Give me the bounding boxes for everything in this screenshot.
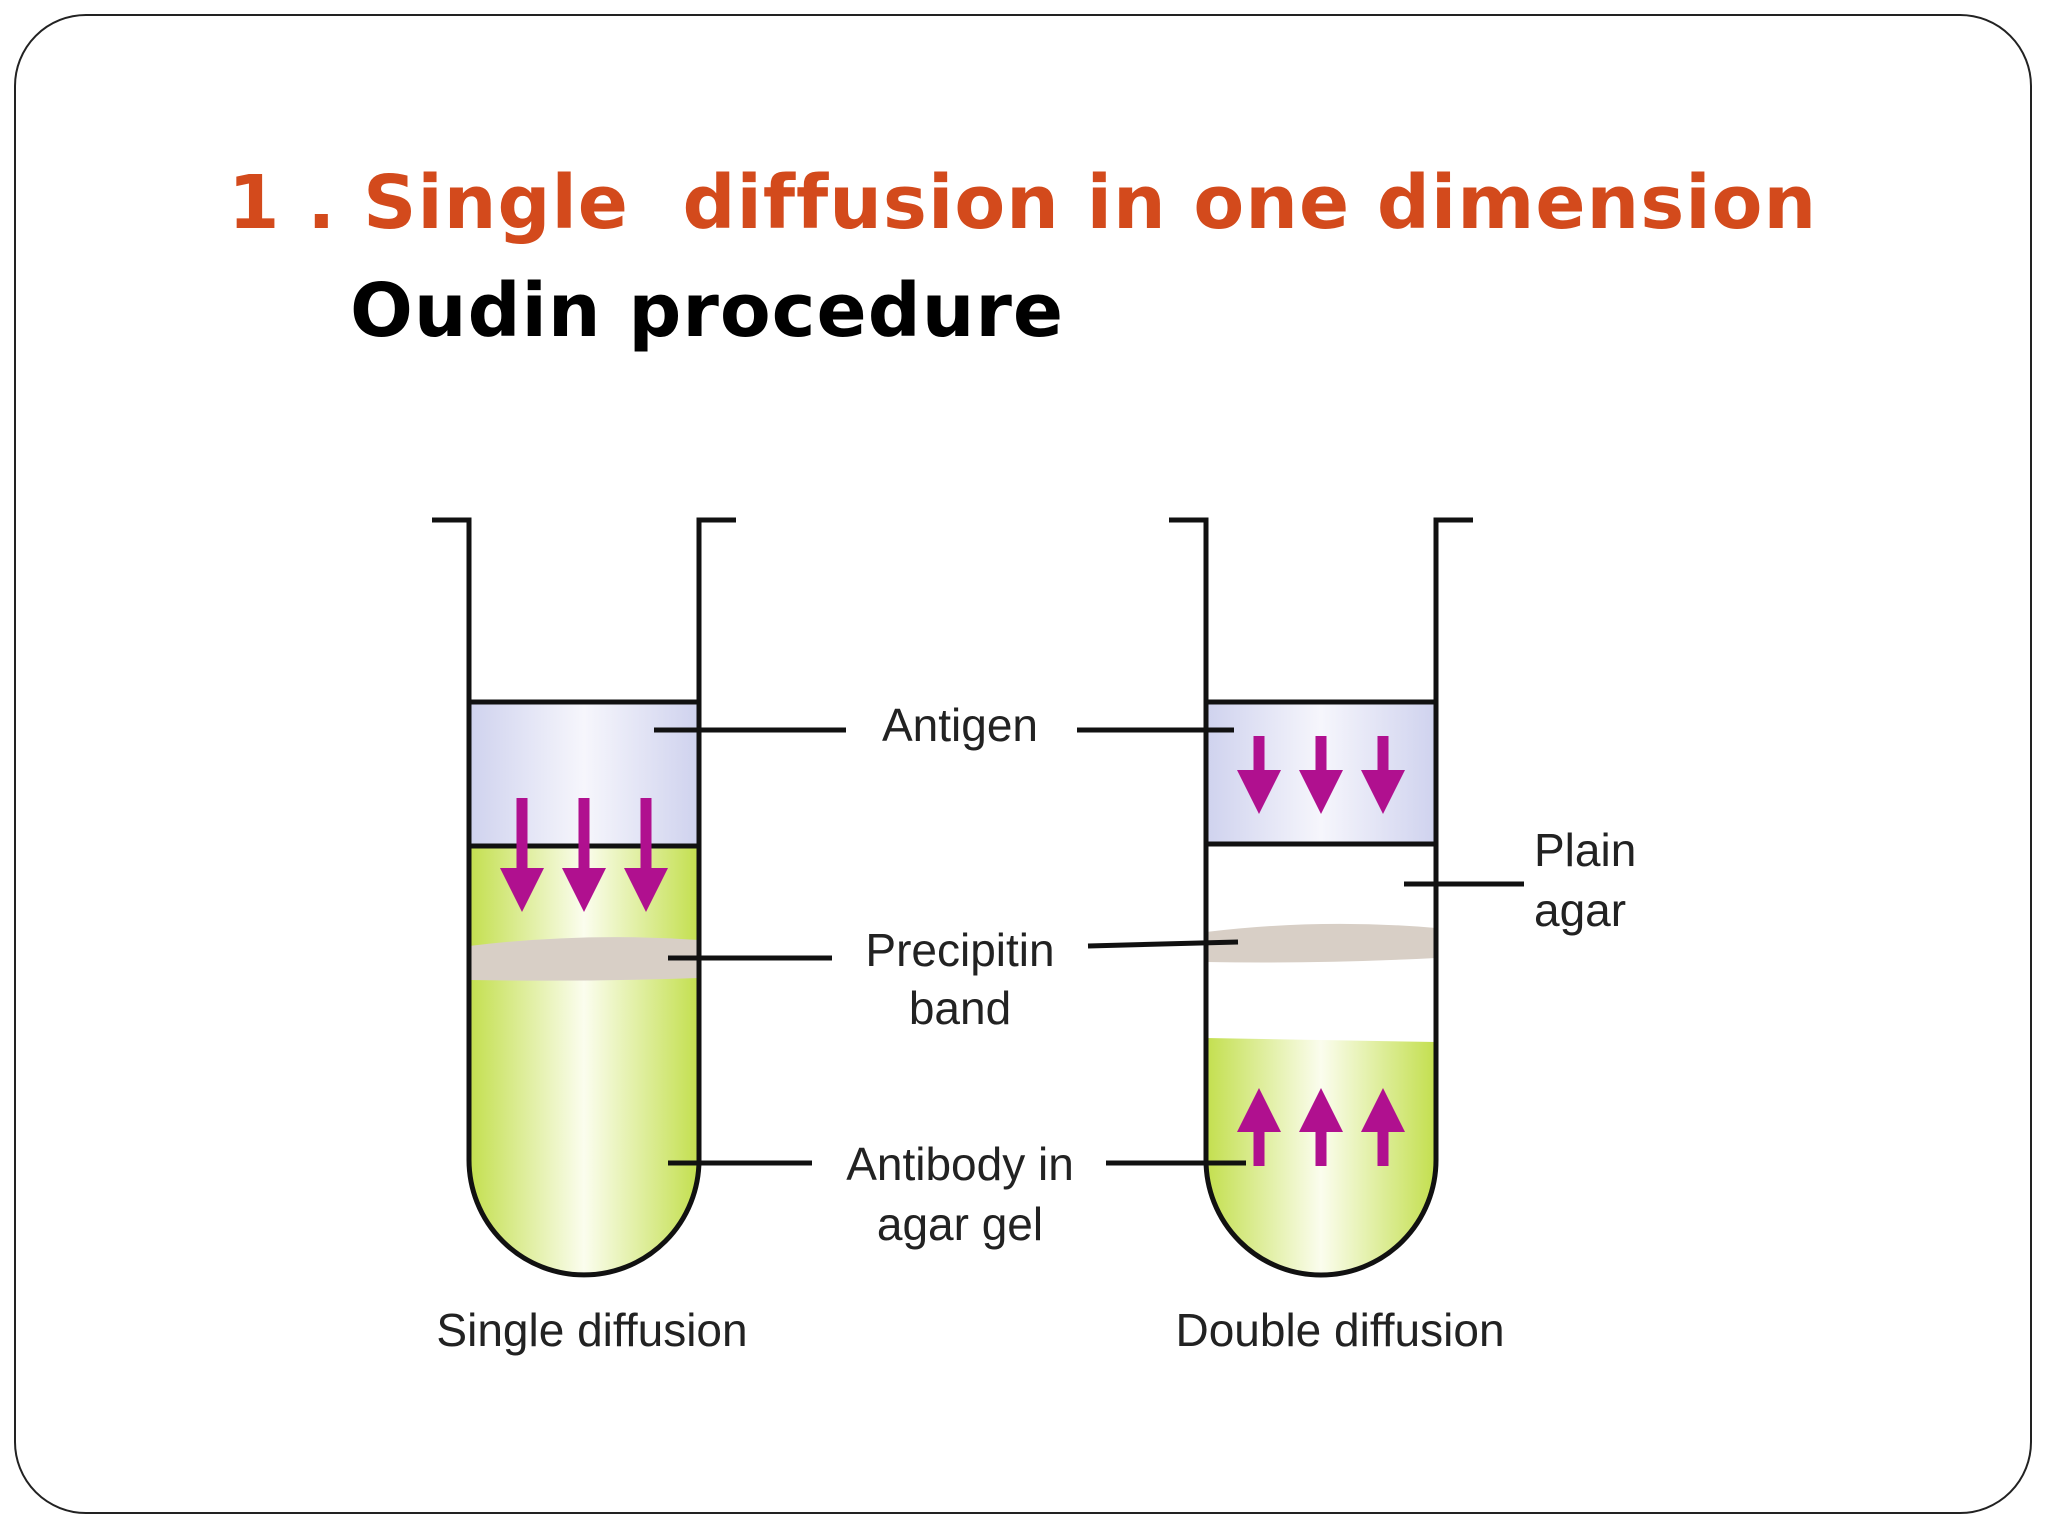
slide-frame bbox=[14, 14, 2032, 1514]
precipitin-leader-right bbox=[1087, 939, 1239, 949]
double-diffusion-tube bbox=[1169, 517, 1473, 1278]
single-precipitin-band bbox=[469, 937, 699, 981]
single-gel-fill bbox=[469, 846, 699, 1275]
double-tube-outline bbox=[1169, 517, 1473, 1278]
slide-subtitle: Oudin procedure bbox=[350, 268, 1065, 354]
single-diffusion-caption: Single diffusion bbox=[436, 1304, 747, 1356]
double-precipitin-band bbox=[1206, 923, 1436, 963]
plain-agar-label-line1: Plain bbox=[1534, 824, 1636, 876]
antibody-label-line2: agar gel bbox=[877, 1198, 1043, 1250]
leader-lines bbox=[654, 727, 1524, 1166]
precipitin-band-label-line1: Precipitin bbox=[865, 924, 1054, 976]
double-downward-arrows bbox=[1237, 736, 1405, 814]
antibody-label-line1: Antibody in bbox=[846, 1138, 1074, 1190]
slide-title: 1 . Single diffusion in one dimension bbox=[228, 160, 1818, 246]
precipitin-band-label-line2: band bbox=[909, 982, 1011, 1034]
antigen-label: Antigen bbox=[882, 699, 1038, 751]
single-downward-arrows bbox=[500, 798, 668, 912]
plain-agar-label-line2: agar bbox=[1534, 884, 1626, 936]
double-diffusion-caption: Double diffusion bbox=[1175, 1304, 1504, 1356]
single-tube-outline bbox=[432, 517, 736, 1278]
double-upward-arrows bbox=[1237, 1088, 1405, 1166]
single-diffusion-tube bbox=[432, 517, 736, 1278]
